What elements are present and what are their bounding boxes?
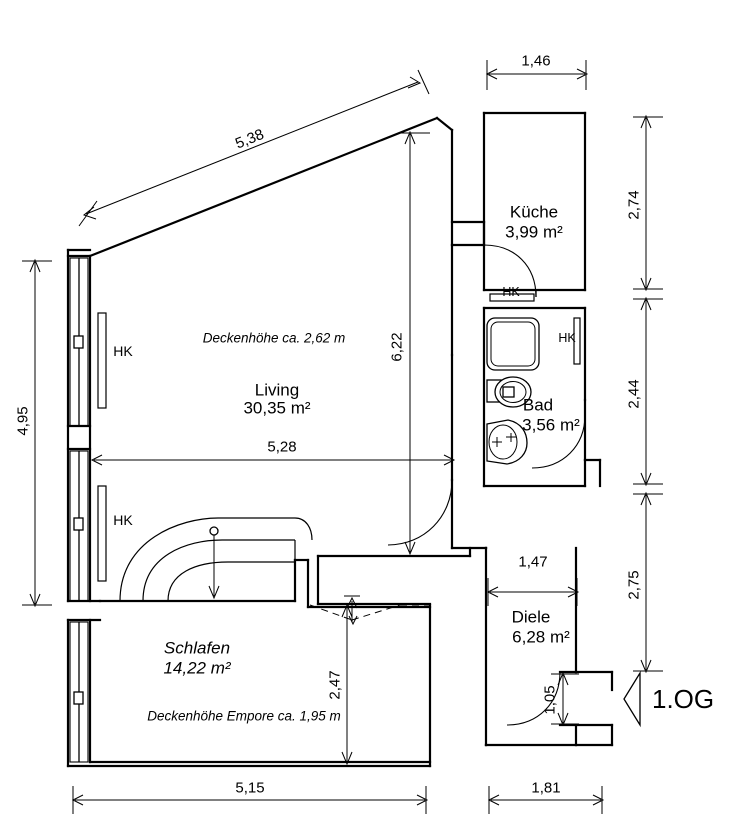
dimension-label-4-95: 4,95: [14, 406, 32, 436]
room-area-kueche: 3,99 m²: [505, 222, 563, 242]
room-label-schlafen: Schlafen: [163, 638, 231, 658]
dimension-line-1-47: [486, 578, 580, 606]
staircase: [119, 517, 313, 602]
toilet-fixture: [486, 376, 532, 408]
dimension-label-1-05: 1,05: [541, 685, 559, 715]
room-label-bad: Bad: [522, 395, 554, 415]
empore-edge: [98, 546, 472, 609]
living-door: [387, 479, 453, 546]
radiator-kueche: [489, 293, 535, 302]
dimension-line-2-74: [633, 114, 663, 292]
radiator-label-kueche: HK: [502, 285, 520, 299]
room-label-living: Living: [254, 380, 300, 400]
dimension-line-4-95: [22, 258, 52, 608]
radiator-bad: [573, 317, 581, 365]
dimension-line-1-05: [551, 671, 579, 727]
room-area-schlafen: 14,22 m²: [163, 658, 231, 678]
shower-tray-fixture: [486, 317, 540, 371]
kueche-walls: [450, 111, 587, 292]
dimension-line-5-28: [90, 454, 456, 466]
dimension-label-1-81: 1,81: [531, 779, 561, 797]
dimension-line-5-38: [78, 69, 430, 227]
window-schlafen: [69, 621, 89, 763]
radiator-label-living-upper: HK: [113, 343, 133, 360]
left-wall-pier-2: [66, 599, 102, 622]
radiator-label-living-lower: HK: [113, 512, 133, 529]
dimension-label-2-75: 2,75: [625, 570, 643, 600]
dimension-line-2-47: [341, 603, 353, 766]
dimension-label-2-44: 2,44: [625, 379, 643, 409]
washbasin-fixture: [486, 419, 528, 465]
dimension-line-6-22: [398, 130, 430, 556]
dimension-label-2-47: 2,47: [326, 670, 344, 700]
floor-level-label: 1.OG: [652, 684, 715, 714]
schlafen-ceiling-note: Deckenhöhe Empore ca. 1,95 m: [147, 708, 341, 724]
living-ceiling-note: Deckenhöhe ca. 2,62 m: [202, 330, 346, 346]
entrance-arrow-icon: [623, 670, 641, 728]
radiator-living-lower: [97, 485, 107, 582]
room-area-diele: 6,28 m²: [512, 627, 570, 647]
dimension-label-1-47: 1,47: [518, 553, 548, 571]
room-label-diele: Diele: [511, 607, 551, 627]
radiator-label-bad: HK: [558, 331, 576, 345]
room-area-living: 30,35 m²: [243, 398, 311, 418]
room-area-bad: 3,56 m²: [522, 415, 580, 435]
schlafen-walls: [66, 603, 432, 768]
dimension-label-5-15: 5,15: [235, 779, 265, 797]
window-living-lower: [69, 450, 89, 602]
kueche-door: [483, 244, 537, 298]
bad-door: [531, 400, 586, 469]
dimension-label-5-28: 5,28: [267, 438, 297, 456]
dimension-line-5-15: [71, 786, 429, 814]
left-wall-pier-1: [66, 424, 92, 451]
diele-walls: [484, 546, 614, 747]
dimension-line-1-46: [485, 60, 589, 90]
living-top-left-wall-stub: [66, 248, 92, 258]
dimension-line-1-81: [487, 786, 605, 814]
dimension-label-6-22: 6,22: [388, 332, 406, 362]
dimension-line-2-44: [633, 296, 663, 487]
dimension-line-2-75: [633, 491, 663, 674]
window-living-upper: [69, 257, 89, 427]
empore-dashed-outline: [309, 595, 430, 626]
dimension-label-2-74: 2,74: [625, 190, 643, 220]
room-label-kueche: Küche: [509, 202, 559, 222]
radiator-living-upper: [97, 312, 107, 409]
dimension-label-1-46: 1,46: [521, 52, 551, 70]
